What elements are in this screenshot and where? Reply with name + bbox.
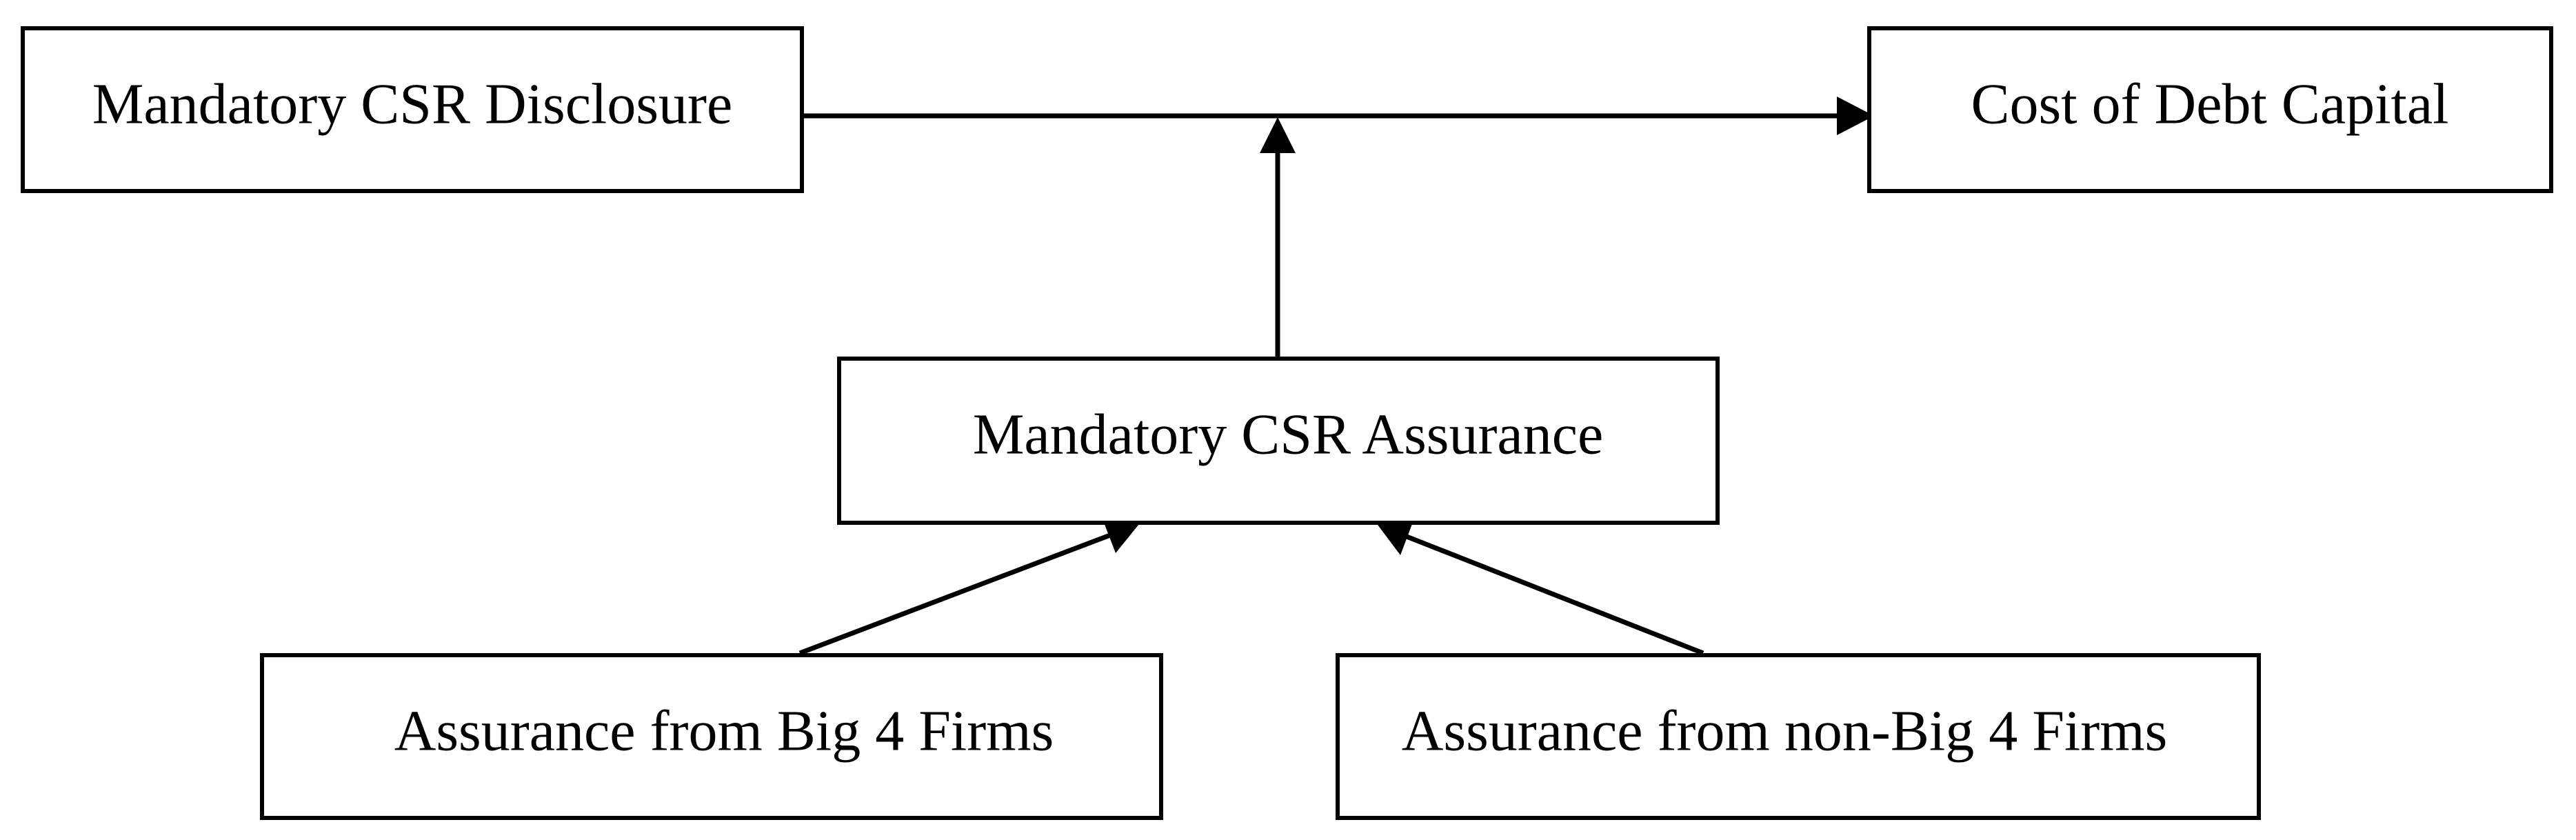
edges [798,97,1874,656]
node-big4: Assurance from Big 4 Firms [260,653,1163,820]
node-non-big4: Assurance from non-Big 4 Firms [1336,653,2261,820]
node-non-big4-label: Assurance from non-Big 4 Firms [1402,699,2168,763]
node-csr-assurance-box [837,357,1720,525]
node-csr-assurance-label: Mandatory CSR Assurance [973,402,1604,466]
node-csr-disclosure-label: Mandatory CSR Disclosure [92,72,733,136]
node-big4-label: Assurance from Big 4 Firms [394,699,1054,763]
edge-nonbig4-to-assurance-arrowhead [1378,519,1414,555]
node-csr-assurance: Mandatory CSR Assurance [837,357,1720,525]
edge-disclosure-to-cost-arrowhead [1837,97,1874,135]
node-cost-of-debt: Cost of Debt Capital [1867,26,2553,193]
edge-assurance-to-link-arrowhead [1260,117,1296,153]
node-non-big4-box [1336,653,2261,820]
edge-big4-to-assurance-line [798,532,1111,656]
node-big4-box [260,653,1163,820]
edge-big4-to-assurance-arrowhead [1102,517,1139,553]
node-csr-disclosure: Mandatory CSR Disclosure [21,26,804,193]
edge-nonbig4-to-assurance-line [1405,534,1704,656]
node-cost-of-debt-box [1867,26,2553,193]
node-cost-of-debt-label: Cost of Debt Capital [1971,72,2449,136]
node-csr-disclosure-box [21,26,804,193]
